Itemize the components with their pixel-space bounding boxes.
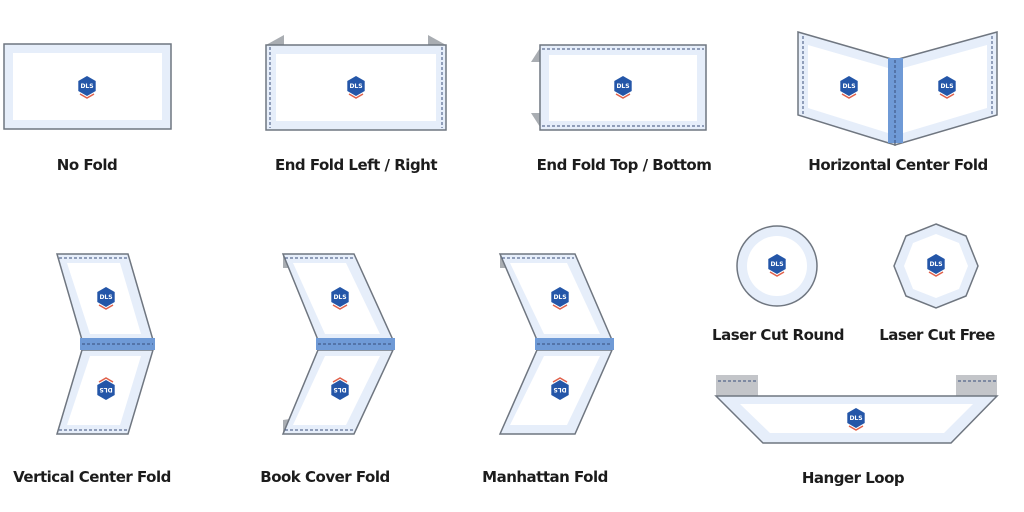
hanger-loop-illustration: DLS xyxy=(714,375,999,444)
laser-cut-free-label: Laser Cut Free xyxy=(879,326,995,344)
dls-logo-icon: DLS xyxy=(330,286,350,310)
dls-logo-icon: DLS xyxy=(550,286,570,310)
logo-text: DLS xyxy=(940,83,953,90)
logo-text: DLS xyxy=(553,386,566,393)
logo-text: DLS xyxy=(99,386,112,393)
dls-logo-icon: DLS xyxy=(767,253,787,277)
end-fold-left-right-label: End Fold Left / Right xyxy=(275,156,437,174)
laser-cut-round-label: Laser Cut Round xyxy=(712,326,844,344)
logo-text: DLS xyxy=(849,415,862,422)
dls-logo-icon: DLS xyxy=(96,286,116,310)
dls-logo-icon: DLS xyxy=(937,75,957,99)
book-cover-fold-illustration: DLS DLS xyxy=(281,253,395,435)
logo-text: DLS xyxy=(616,83,629,90)
book-cover-fold-label: Book Cover Fold xyxy=(260,468,389,486)
end-fold-left-right-illustration: DLS xyxy=(265,35,447,131)
dls-logo-icon: DLS xyxy=(346,75,366,99)
manhattan-fold-illustration: DLS DLS xyxy=(498,253,614,435)
no-fold-label: No Fold xyxy=(57,156,117,174)
logo-text: DLS xyxy=(770,261,783,268)
logo-text: DLS xyxy=(349,83,362,90)
dls-logo-icon: DLS xyxy=(613,75,633,99)
logo-text: DLS xyxy=(99,294,112,301)
dls-logo-icon: DLS xyxy=(550,377,570,401)
logo-text: DLS xyxy=(553,294,566,301)
dls-logo-icon: DLS xyxy=(77,75,97,99)
dls-logo-icon: DLS xyxy=(839,75,859,99)
dls-logo-icon: DLS xyxy=(926,253,946,277)
logo-text: DLS xyxy=(333,294,346,301)
end-fold-top-bottom-label: End Fold Top / Bottom xyxy=(537,156,712,174)
dls-logo-icon: DLS xyxy=(846,407,866,431)
vertical-center-fold-label: Vertical Center Fold xyxy=(13,468,171,486)
logo-text: DLS xyxy=(333,386,346,393)
laser-cut-round-illustration: DLS xyxy=(736,225,818,307)
logo-text: DLS xyxy=(842,83,855,90)
laser-cut-free-illustration: DLS xyxy=(893,223,979,309)
horizontal-center-fold-illustration: DLS DLS xyxy=(797,31,998,147)
logo-text: DLS xyxy=(80,83,93,90)
logo-text: DLS xyxy=(929,261,942,268)
horizontal-center-fold-label: Horizontal Center Fold xyxy=(808,156,987,174)
dls-logo-icon: DLS xyxy=(96,377,116,401)
dls-logo-icon: DLS xyxy=(330,377,350,401)
vertical-center-fold-illustration: DLS DLS xyxy=(55,253,155,435)
end-fold-top-bottom-illustration: DLS xyxy=(531,44,707,131)
hanger-loop-label: Hanger Loop xyxy=(802,469,905,487)
no-fold-illustration: DLS xyxy=(3,43,172,130)
manhattan-fold-label: Manhattan Fold xyxy=(482,468,608,486)
